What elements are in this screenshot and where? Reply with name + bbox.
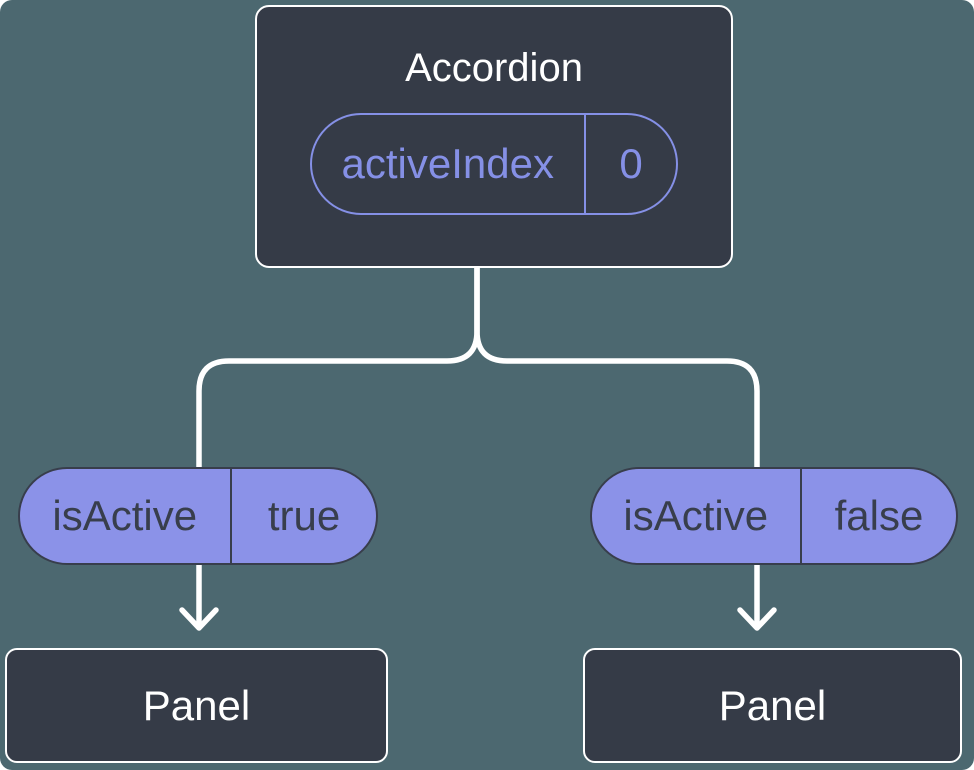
state-pill: activeIndex 0	[310, 113, 678, 215]
panel-node-left: Panel	[5, 648, 388, 763]
panel-left-label: Panel	[142, 681, 251, 729]
prop-pill-left-divider	[229, 469, 232, 563]
prop-pill-left-value: true	[267, 492, 341, 539]
arrow-down-right-icon	[737, 607, 777, 631]
prop-pill-right-value: false	[834, 492, 924, 539]
accordion-node: Accordion activeIndex 0	[255, 5, 733, 268]
prop-pill-right-divider	[799, 469, 802, 563]
connector-left	[196, 263, 480, 629]
prop-pill-isactive-false: isActive false	[590, 467, 958, 565]
prop-pill-isactive-true: isActive true	[18, 467, 378, 565]
arrow-down-left-icon	[179, 607, 219, 631]
panel-node-right: Panel	[583, 648, 962, 763]
panel-right-label: Panel	[718, 681, 827, 729]
connector-right	[474, 263, 760, 629]
state-pill-name: activeIndex	[341, 140, 554, 187]
state-pill-divider	[583, 115, 586, 213]
prop-pill-right-name: isActive	[623, 492, 769, 539]
accordion-title: Accordion	[405, 46, 583, 90]
prop-pill-left-name: isActive	[52, 492, 198, 539]
state-pill-value: 0	[619, 140, 643, 187]
